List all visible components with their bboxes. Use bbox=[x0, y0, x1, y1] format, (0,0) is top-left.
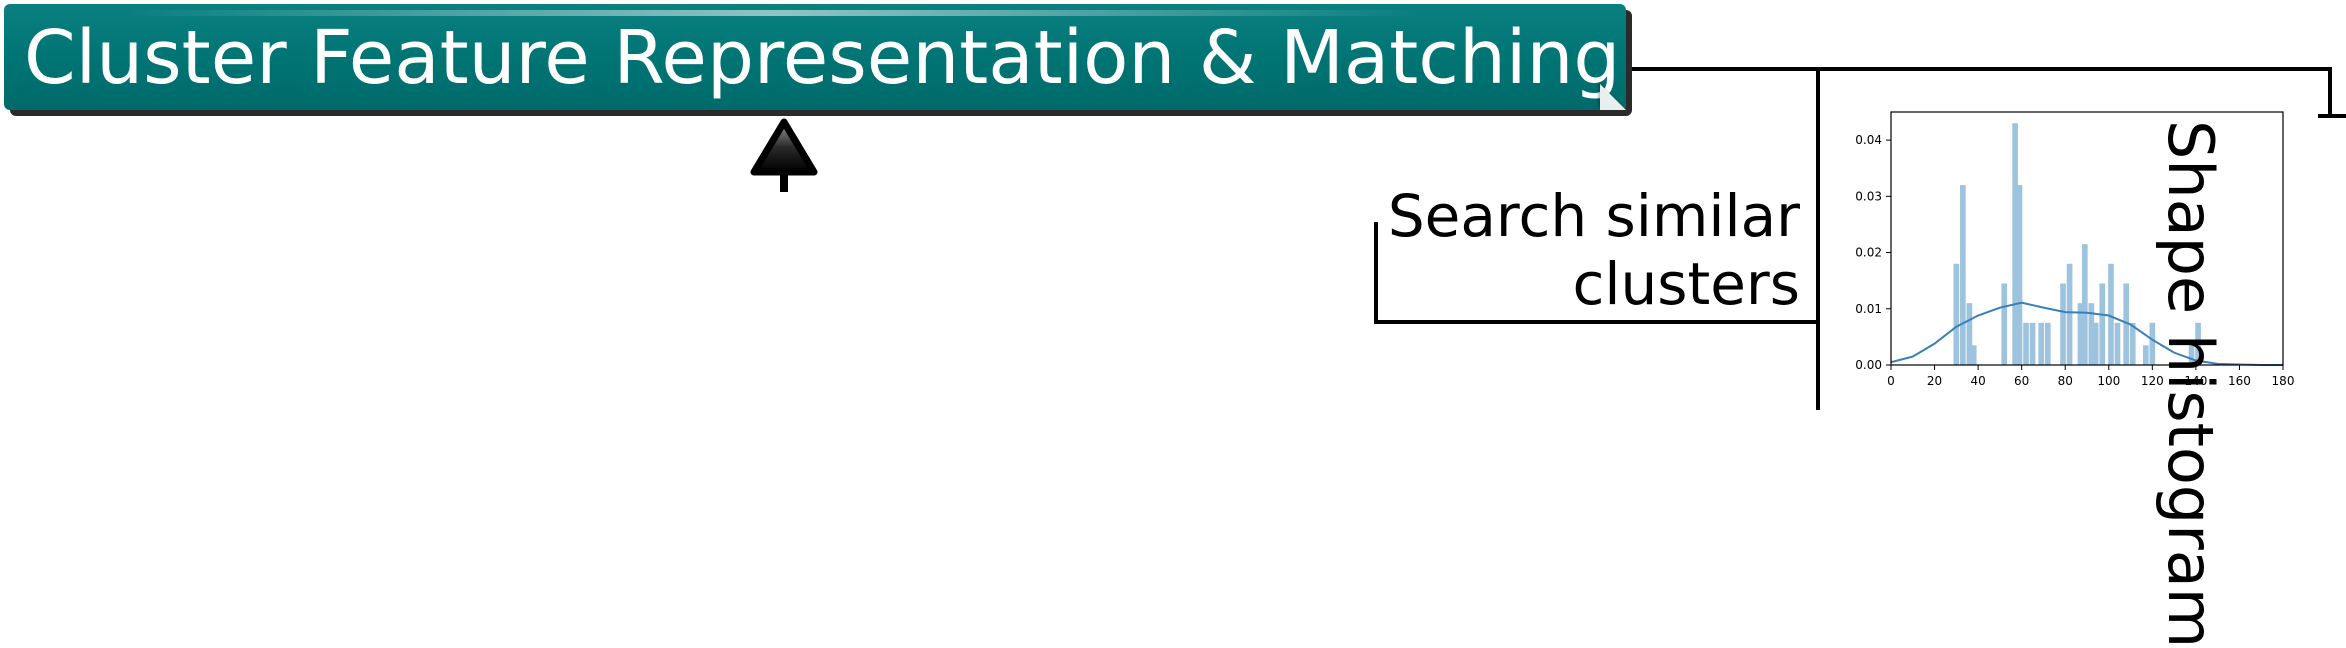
banner-highlight bbox=[124, 10, 1424, 16]
search-label-line2: clusters bbox=[1572, 250, 1800, 318]
y-tick-label: 0.04 bbox=[1855, 133, 1882, 147]
x-tick-label: 160 bbox=[2228, 374, 2251, 388]
histogram-bar bbox=[1953, 263, 1960, 365]
search-bracket-line bbox=[1374, 222, 1818, 324]
banner-page-curl bbox=[1600, 84, 1626, 110]
histogram-bar bbox=[2066, 263, 2073, 365]
histogram-bar bbox=[2108, 263, 2114, 365]
connector-lines bbox=[1374, 67, 2346, 410]
histogram-bar bbox=[2016, 185, 2023, 365]
histogram-bar bbox=[2001, 283, 2008, 365]
histogram-bar bbox=[2149, 322, 2156, 365]
histogram-bar bbox=[1966, 303, 1973, 365]
histogram-bar bbox=[2195, 322, 2201, 365]
histogram-bar bbox=[2142, 345, 2149, 365]
x-tick-label: 60 bbox=[2014, 374, 2029, 388]
histogram-bar bbox=[2129, 322, 2136, 365]
kde-line bbox=[1890, 301, 2283, 366]
x-tick-label: 40 bbox=[1970, 374, 1985, 388]
shape-histogram-label: Shape histogram bbox=[2154, 120, 2227, 648]
histogram-bar bbox=[2038, 322, 2045, 365]
x-tick-label: 120 bbox=[2141, 374, 2164, 388]
y-tick-label: 0.03 bbox=[1855, 189, 1882, 203]
x-tick-label: 140 bbox=[2184, 374, 2207, 388]
histogram-bar bbox=[2088, 303, 2095, 365]
histogram-bar bbox=[2188, 345, 2195, 365]
histogram-plot: 0 20 40 60 80 100 120 140 160 180 0.00 0.01 0.02 0.03… bbox=[1855, 111, 2295, 388]
histogram-bar bbox=[2077, 303, 2084, 365]
histogram-bar bbox=[2099, 283, 2106, 365]
title-banner: Cluster Feature Representation & Matchin… bbox=[4, 4, 1626, 110]
histogram-bar bbox=[2023, 322, 2029, 365]
y-tick-label: 0.01 bbox=[1855, 302, 1882, 316]
x-tick-label: 80 bbox=[2058, 374, 2073, 388]
histogram-bar bbox=[2081, 244, 2088, 365]
x-tick-label: 100 bbox=[2097, 374, 2120, 388]
histogram-bar bbox=[2044, 322, 2051, 365]
up-arrow-icon bbox=[750, 118, 818, 192]
x-tick-label: 0 bbox=[1887, 374, 1895, 388]
histogram-bar bbox=[1960, 185, 1966, 365]
x-tick-label: 20 bbox=[1927, 374, 1942, 388]
banner-title: Cluster Feature Representation & Matchin… bbox=[24, 15, 1621, 101]
search-similar-clusters-label: Search similar clusters bbox=[1360, 182, 1800, 318]
x-tick-label: 180 bbox=[2272, 374, 2295, 388]
search-label-line1: Search similar bbox=[1387, 182, 1800, 250]
shape-histogram-chart: 0 20 40 60 80 100 120 140 160 180 0.00 0.01 0.02 0.03… bbox=[1855, 111, 2295, 388]
y-tick-label: 0.00 bbox=[1855, 358, 1882, 372]
banner-connector-line bbox=[1626, 67, 2332, 116]
histogram-bar bbox=[2114, 322, 2121, 365]
plot-frame bbox=[1890, 111, 2284, 366]
histogram-bar bbox=[2060, 283, 2066, 365]
histogram-bar bbox=[2029, 322, 2036, 365]
histogram-bar bbox=[2123, 283, 2130, 365]
y-tick-label: 0.02 bbox=[1855, 246, 1882, 260]
histogram-bar bbox=[2092, 322, 2099, 365]
histogram-bar bbox=[2012, 123, 2018, 365]
histogram-bar bbox=[1970, 345, 1977, 365]
